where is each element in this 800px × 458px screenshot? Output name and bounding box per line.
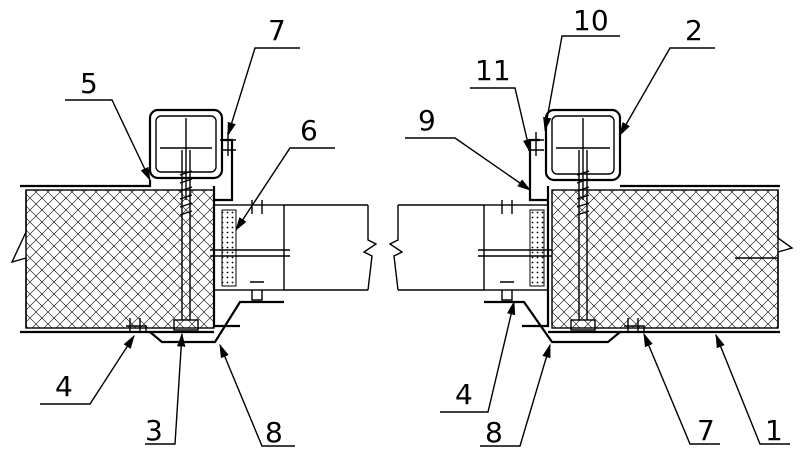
label-left-3: 3 [145, 414, 163, 447]
leader-lines [40, 35, 790, 447]
label-right-9: 9 [418, 104, 436, 137]
right-insulated-panel [551, 189, 779, 329]
label-left-6: 6 [300, 114, 318, 147]
left-flashing [149, 300, 284, 344]
left-assembly [10, 108, 378, 344]
label-right-10: 10 [573, 4, 609, 37]
part-labels: 7 5 6 4 3 8 10 11 2 9 4 8 7 1 [55, 4, 783, 449]
label-right-11: 11 [475, 54, 511, 87]
right-insulation-pad [529, 209, 545, 287]
label-right-2: 2 [685, 14, 703, 47]
label-right-7: 7 [697, 414, 715, 447]
label-left-5: 5 [80, 67, 98, 100]
right-screw [576, 150, 590, 320]
label-right-8: 8 [485, 416, 503, 449]
left-insulation-pad [221, 209, 237, 287]
label-right-1: 1 [765, 414, 783, 447]
label-left-7: 7 [268, 14, 286, 47]
left-screw [179, 150, 193, 320]
right-assembly [388, 108, 794, 344]
label-left-8: 8 [265, 416, 283, 449]
left-insulated-panel [25, 189, 215, 329]
label-left-4: 4 [55, 370, 73, 403]
label-right-4: 4 [455, 378, 473, 411]
